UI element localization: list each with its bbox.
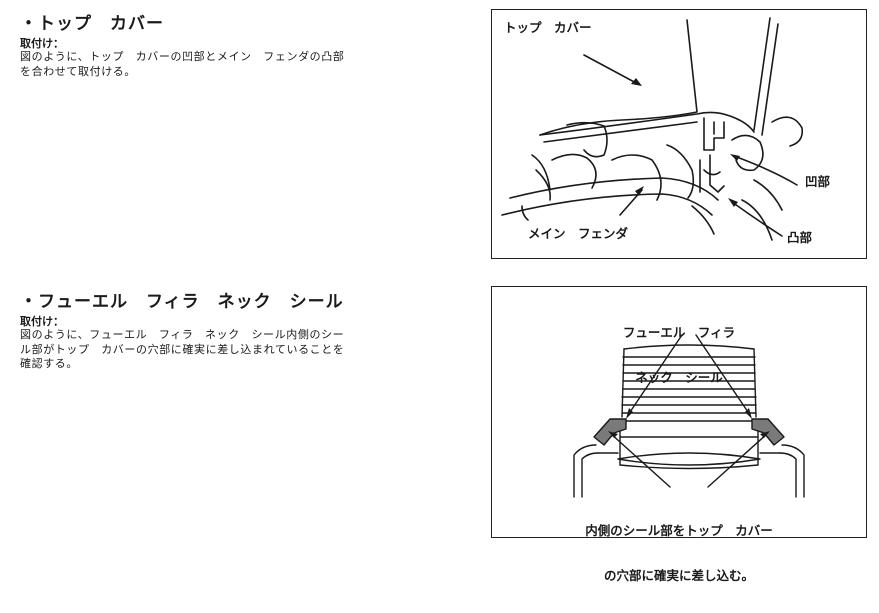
instruction-line: 図のように、フューエル フィラ ネック シール内側のシー — [20, 328, 345, 341]
instruction-text: 図のように、トップ カバーの凹部とメイン フェンダの凸部 を合わせて取付ける。 — [20, 50, 470, 79]
instruction-line: を合わせて取付ける。 — [20, 64, 136, 78]
figure-caption-line: 内側のシール部をトップ カバー — [585, 523, 773, 538]
figure-fuel-filler-neck-seal: フューエル フィラ ネック シール 内側のシール部をトップ カバー の穴部に確実… — [491, 286, 867, 583]
figure-caption: 内側のシール部をトップ カバー の穴部に確実に差し込む。 — [552, 493, 806, 613]
figure-top-cover: トップ カバー 凹部 メイン フェンダ 凸部 — [491, 9, 867, 259]
figure-title: フューエル フィラ ネック シール — [592, 295, 766, 415]
instruction-text: 図のように、フューエル フィラ ネック シール内側のシー ル部がトップ カバーの… — [20, 328, 470, 372]
fuel-filler-neck-seal-illustration — [573, 334, 805, 498]
label-top-cover: トップ カバー — [504, 20, 592, 35]
instruction-line: 図のように、トップ カバーの凹部とメイン フェンダの凸部 — [20, 50, 345, 63]
figure-title-line: ネック シール — [635, 370, 723, 385]
section-heading: ・トップ カバー — [20, 14, 164, 34]
label-recess: 凹部 — [805, 174, 831, 189]
figure-title-line: フューエル フィラ — [622, 325, 736, 340]
instruction-line: ル部がトップ カバーの穴部に確実に差し込まれていることを — [20, 342, 345, 356]
top-cover-illustration — [501, 17, 804, 241]
label-protrusion: 凸部 — [787, 230, 813, 245]
instruction-line: 確認する。 — [20, 357, 78, 370]
installation-label: 取付け： — [20, 315, 64, 328]
label-main-fender: メイン フェンダ — [528, 226, 629, 241]
figure-caption-line: の穴部に確実に差し込む。 — [603, 568, 754, 583]
installation-label: 取付け： — [20, 37, 64, 50]
section-heading: ・フューエル フィラ ネック シール — [20, 292, 344, 312]
